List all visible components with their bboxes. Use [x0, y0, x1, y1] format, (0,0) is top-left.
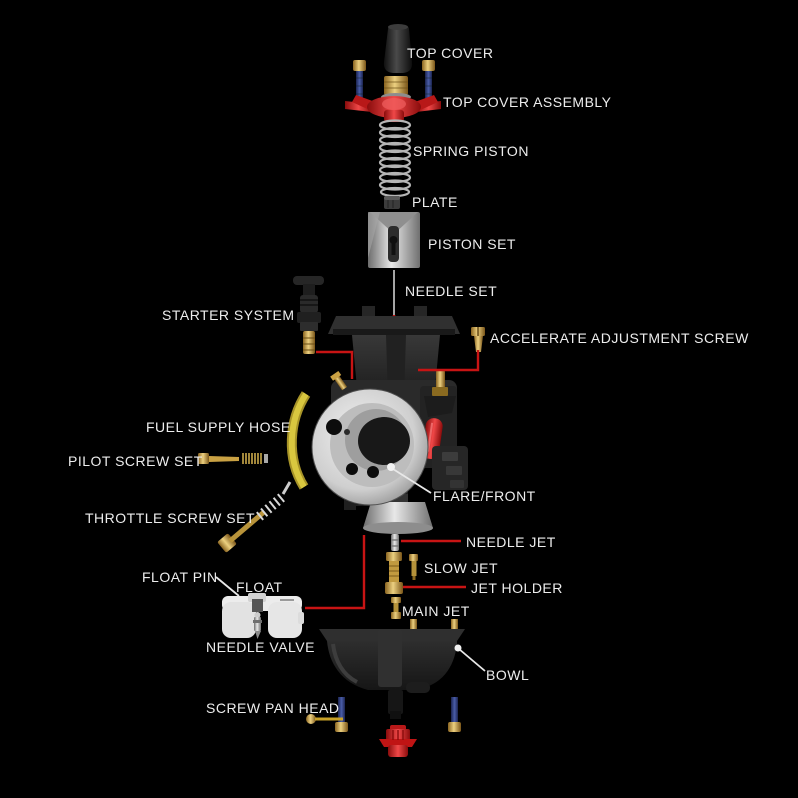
connector-lines	[215, 350, 486, 672]
label-spring-piston: SPRING PISTON	[413, 143, 529, 159]
needle-valve-part	[253, 612, 262, 639]
label-bowl: BOWL	[486, 667, 530, 683]
label-piston-set: PISTON SET	[428, 236, 516, 252]
cover-screw-right	[422, 60, 435, 102]
label-pilot-screw-set: PILOT SCREW SET	[68, 453, 203, 469]
label-flare-front: FLARE/FRONT	[433, 488, 536, 504]
label-screw-pan-head: SCREW PAN HEAD	[206, 700, 340, 716]
cover-screw-left	[353, 60, 366, 102]
label-top-cover-assembly: TOP COVER ASSEMBLY	[443, 94, 612, 110]
float-pin-line	[215, 576, 240, 597]
fuel-supply-hose-part	[286, 391, 311, 490]
label-jet-holder: JET HOLDER	[471, 580, 563, 596]
label-throttle-screw-set: THROTTLE SCREW SET	[85, 510, 256, 526]
starter-system-line	[316, 350, 354, 379]
accelerate-adjustment-screw-part	[471, 327, 485, 352]
throttle-screw-set-part	[217, 481, 292, 553]
label-needle-set: NEEDLE SET	[405, 283, 498, 299]
main-jet-part	[391, 597, 401, 619]
flare-part	[311, 388, 429, 506]
piston-set-part	[368, 212, 420, 268]
screw-pan-head-pointer-part	[306, 714, 343, 724]
accelerate-screw-line	[418, 350, 480, 372]
label-starter-system: STARTER SYSTEM	[162, 307, 295, 323]
bowl-line	[458, 648, 486, 672]
label-fuel-supply-hose: FUEL SUPPLY HOSE	[146, 419, 291, 435]
top-cover-assembly-part	[345, 60, 441, 122]
bowl-dot	[454, 644, 462, 652]
slow-jet-part	[409, 554, 418, 580]
float-line	[305, 535, 366, 610]
pan-head-screw-left	[335, 697, 348, 732]
drain-plug-part	[379, 725, 417, 757]
starter-system-part	[293, 276, 324, 354]
flare-front-line	[392, 468, 432, 494]
pan-head-screw-right	[448, 697, 461, 732]
spring-piston-part	[378, 119, 412, 198]
float-part	[222, 593, 304, 638]
label-top-cover: TOP COVER	[407, 45, 494, 61]
label-accelerate-adjustment-screw: ACCELERATE ADJUSTMENT SCREW	[490, 330, 749, 346]
label-main-jet: MAIN JET	[402, 603, 470, 619]
flare-front-dot	[387, 463, 395, 471]
bowl-part	[319, 619, 465, 719]
label-slow-jet: SLOW JET	[424, 560, 499, 576]
label-float: FLOAT	[236, 579, 283, 595]
needle-jet-part	[391, 534, 399, 551]
pilot-screw-set-part	[198, 453, 268, 464]
carburetor-body-part	[311, 306, 468, 534]
label-needle-valve: NEEDLE VALVE	[206, 639, 315, 655]
label-float-pin: FLOAT PIN	[142, 569, 218, 585]
label-plate: PLATE	[412, 194, 458, 210]
label-needle-jet: NEEDLE JET	[466, 534, 556, 550]
jet-holder-part	[385, 552, 403, 594]
plate-part	[384, 196, 400, 209]
top-cover-part	[383, 24, 413, 73]
